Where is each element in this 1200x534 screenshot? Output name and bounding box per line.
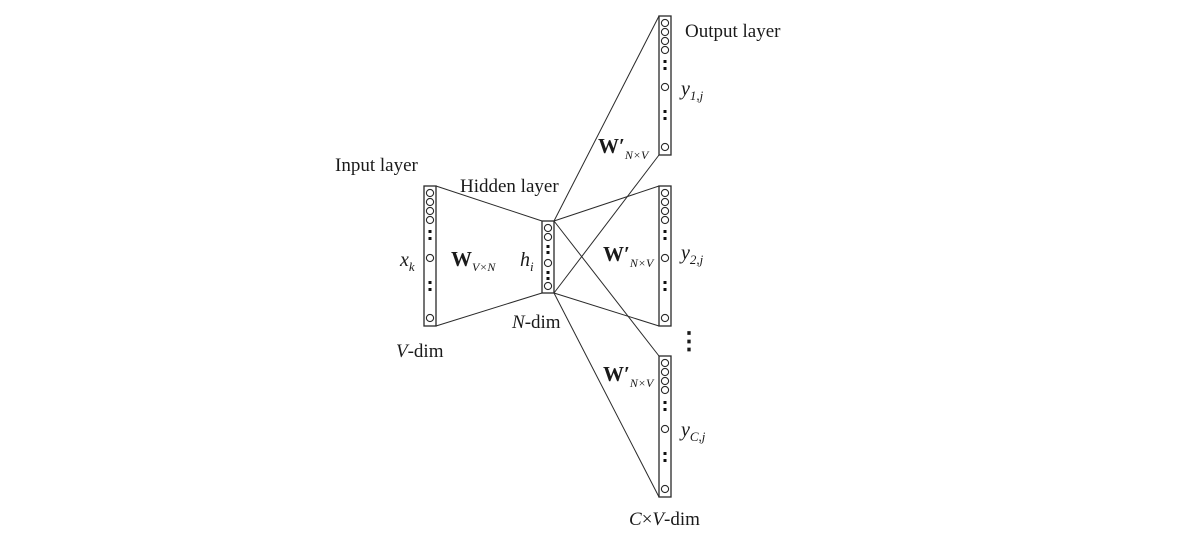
output-node	[660, 313, 670, 323]
input-node	[425, 197, 435, 207]
hidden-node	[543, 223, 553, 233]
output-node	[660, 358, 670, 368]
weight-output-label-1: W′N×V	[598, 134, 650, 162]
connection-lines	[435, 15, 660, 498]
input-node	[425, 206, 435, 216]
hidden-variable-label: hi	[520, 249, 534, 274]
edge-input-top-to-hidden	[435, 185, 543, 222]
edge-hidden-to-outputc-top	[553, 220, 660, 357]
output-layer-label: Output layer	[685, 21, 781, 42]
output-vector-1	[658, 15, 672, 156]
output-variable-label-c: yC,j	[679, 419, 706, 444]
edge-hidden-to-output1-top	[553, 15, 660, 222]
weight-output-label-2: W′N×V	[603, 242, 655, 270]
hidden-node	[543, 232, 553, 242]
output-node	[660, 215, 670, 225]
output-node	[660, 385, 670, 395]
output-node	[660, 376, 670, 386]
hidden-node-i	[543, 258, 553, 268]
input-node	[425, 215, 435, 225]
weight-output-label-c: W′N×V	[603, 362, 655, 390]
edge-hidden-to-output1-bottom	[553, 154, 660, 294]
output-node	[660, 36, 670, 46]
output-node	[660, 27, 670, 37]
edge-hidden-to-output2-top	[553, 185, 660, 222]
edge-input-bottom-to-hidden	[435, 292, 543, 327]
hidden-node	[543, 281, 553, 291]
input-variable-label: xk	[399, 249, 415, 274]
edge-hidden-to-outputc-bottom	[553, 292, 660, 498]
output-node	[660, 367, 670, 377]
input-layer-vector	[423, 185, 437, 327]
weight-input-label: WV×N	[451, 247, 496, 274]
hidden-layer-vector	[541, 220, 555, 294]
output-node	[660, 206, 670, 216]
output-node-j	[660, 424, 670, 434]
output-node	[660, 197, 670, 207]
output-node	[660, 142, 670, 152]
output-node	[660, 188, 670, 198]
input-node	[425, 313, 435, 323]
hidden-layer-label: Hidden layer	[460, 176, 559, 197]
output-vector-2	[658, 185, 672, 327]
output-node	[660, 18, 670, 28]
hidden-dimension-label: N-dim	[511, 312, 561, 333]
input-dimension-label: V-dim	[396, 341, 444, 362]
output-node-j	[660, 253, 670, 263]
input-layer-label: Input layer	[335, 155, 419, 176]
input-node-k	[425, 253, 435, 263]
vertical-ellipsis: ⋮	[677, 329, 701, 355]
output-variable-label-2: y2,j	[679, 242, 704, 267]
output-variable-label-1: y1,j	[679, 78, 704, 103]
output-node	[660, 45, 670, 55]
input-node	[425, 188, 435, 198]
edge-hidden-to-output2-bottom	[553, 292, 660, 327]
output-dimension-label: C×V-dim	[629, 509, 700, 530]
output-node	[660, 484, 670, 494]
output-node-j	[660, 82, 670, 92]
output-vector-c	[658, 355, 672, 498]
